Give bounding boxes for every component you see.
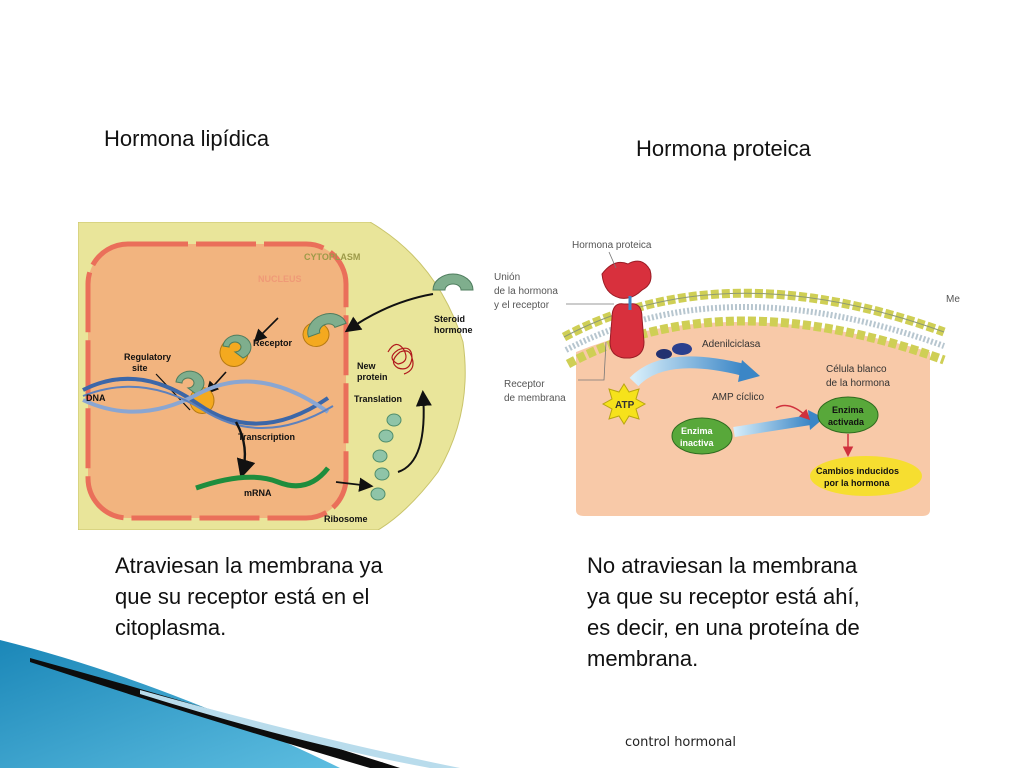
protein-hormone-shape xyxy=(601,260,652,299)
receptor-membrana-label-1: Receptor xyxy=(504,379,545,390)
union-label-2: de la hormona xyxy=(494,286,558,297)
cytoplasm-label: CYTOPLASM xyxy=(304,252,360,262)
cambios-highlight xyxy=(810,456,922,496)
lipid-hormone-diagram: CYTOPLASM NUCLEUS Steroid hormone Recept… xyxy=(78,222,474,530)
amp-label: AMP cíclico xyxy=(712,392,764,403)
celula-blanco-label-1: Célula blanco xyxy=(826,364,887,375)
right-caption-line-4: membrana. xyxy=(587,646,699,671)
transcription-label: Transcription xyxy=(238,432,295,442)
new-protein-label-1: New xyxy=(357,361,377,371)
right-title: Hormona proteica xyxy=(636,136,811,161)
new-protein-label-2: protein xyxy=(357,372,388,382)
steroid-label-2: hormone xyxy=(434,325,473,335)
enzima-inactiva-label-2: inactiva xyxy=(680,438,715,448)
hormona-proteica-label: Hormona proteica xyxy=(572,240,652,251)
cambios-label-2: por la hormona xyxy=(824,478,890,488)
ribosome-chain xyxy=(370,413,402,501)
celula-blanco-label-2: de la hormona xyxy=(826,378,890,389)
union-label-1: Unión xyxy=(494,272,520,283)
left-title: Hormona lipídica xyxy=(104,126,270,151)
atp-label: ATP xyxy=(615,400,635,411)
right-caption-line-1: No atraviesan la membrana xyxy=(587,553,858,578)
left-caption-line-2: que su receptor está en el xyxy=(115,584,370,609)
ribosome-label: Ribosome xyxy=(324,514,368,524)
right-caption: No atraviesan la membrana ya que su rece… xyxy=(587,550,860,674)
slide-decoration xyxy=(0,640,460,768)
mrna-strand xyxy=(195,466,330,491)
dna-helix xyxy=(82,376,334,430)
dna-label: DNA xyxy=(86,393,106,403)
mrna-label: mRNA xyxy=(244,488,272,498)
enzima-inactiva-label-1: Enzima xyxy=(681,426,714,436)
left-caption: Atraviesan la membrana ya que su recepto… xyxy=(115,550,383,643)
translation-label: Translation xyxy=(354,394,402,404)
left-caption-line-1: Atraviesan la membrana ya xyxy=(115,553,383,578)
adenilciclasa-label: Adenilciclasa xyxy=(702,339,761,350)
right-caption-line-3: es decir, en una proteína de xyxy=(587,615,860,640)
membrane-receptor-shape xyxy=(609,303,645,359)
enzima-inactiva-shape xyxy=(671,417,733,455)
right-caption-line-2: ya que su receptor está ahí, xyxy=(587,584,860,609)
adenylate-cyclase-shape xyxy=(672,343,692,355)
protein-hormone-diagram: Hormona proteica Unión de la hormona y e… xyxy=(494,240,960,516)
enzima-activada-shape xyxy=(817,396,879,434)
regulatory-label-2: site xyxy=(132,363,148,373)
nucleus-label: NUCLEUS xyxy=(258,274,302,284)
left-caption-line-3: citoplasma. xyxy=(115,615,227,640)
footer-text: control hormonal xyxy=(625,735,736,750)
steroid-label-1: Steroid xyxy=(434,314,465,324)
membrana-label-1: Membrana xyxy=(946,294,960,305)
enzima-activada-label-1: Enzima xyxy=(832,405,865,415)
cambios-label-1: Cambios inducidos xyxy=(816,466,899,476)
enzima-activada-label-2: activada xyxy=(828,417,865,427)
atp-star xyxy=(601,383,647,425)
receptor-membrana-label-2: de membrana xyxy=(504,393,566,404)
new-protein-coil xyxy=(387,343,414,375)
union-label-3: y el receptor xyxy=(494,300,550,311)
steroid-hormone-shape xyxy=(432,273,474,291)
receptor-label: Receptor xyxy=(253,338,293,348)
regulatory-label-1: Regulatory xyxy=(124,352,171,362)
